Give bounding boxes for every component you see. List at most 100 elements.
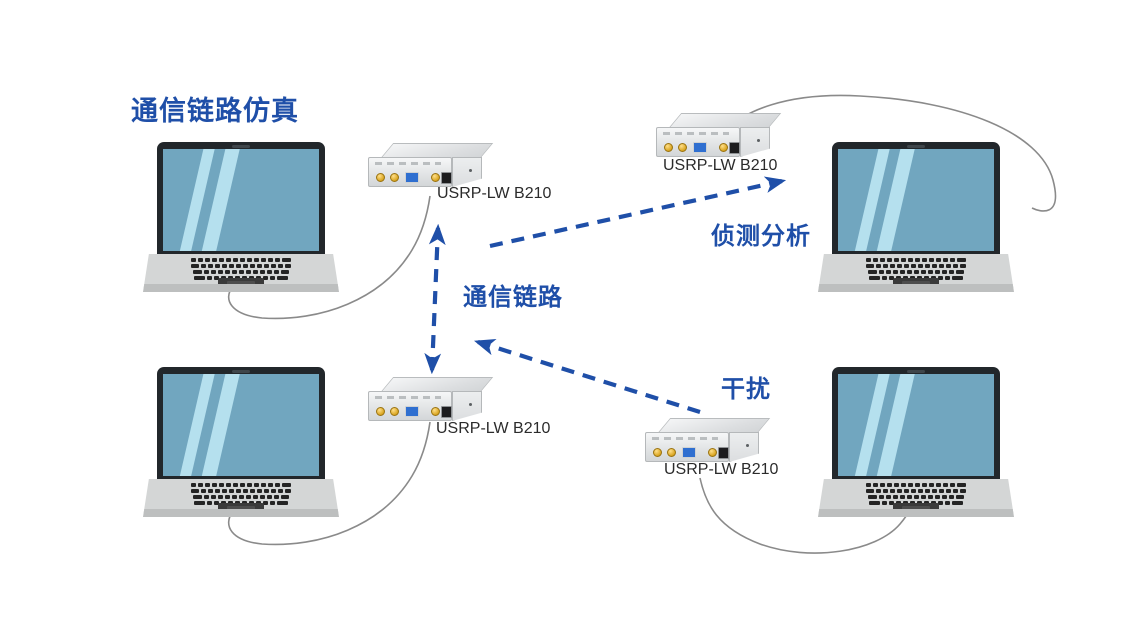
keyboard-key [270,276,275,280]
laptop-top-left[interactable] [143,142,339,292]
keyboard-key [904,489,909,493]
keyboard-key [254,483,259,487]
sma-connector-icon [719,143,728,152]
keyboard-key [194,501,205,505]
keyboard-key [950,483,955,487]
keyboard-key [922,483,927,487]
keyboard-key [887,258,892,262]
keyboard-key [893,495,898,499]
laptop-bottom-left[interactable] [143,367,339,517]
keyboard-key [246,270,251,274]
usrp-top-right[interactable] [654,113,782,165]
keyboard-key [222,264,227,268]
keyboard-row [836,264,996,268]
keyboard-row [836,258,996,262]
keyboard-key [882,501,887,505]
keyboard-key [873,258,878,262]
keyboard [161,483,321,505]
keyboard-key [212,258,217,262]
keyboard-key [907,270,912,274]
laptop-bottom-right[interactable] [818,367,1014,517]
page-title: 通信链路仿真 [131,96,299,126]
keyboard-key [218,495,223,499]
keyboard-key [198,483,203,487]
keyboard-key [960,264,966,268]
sma-connector-icon [376,407,385,416]
keyboard-key [274,495,279,499]
keyboard-key [278,264,283,268]
keyboard-key [225,495,230,499]
keyboard-key [946,489,951,493]
keyboard-key [876,264,881,268]
keyboard-key [942,270,947,274]
keyboard-key [952,501,963,505]
keyboard-key [278,489,283,493]
keyboard-row [836,495,996,499]
base-shadow [143,284,339,292]
keyboard-key [915,483,920,487]
silkscreen [375,162,441,165]
keyboard-key [942,495,947,499]
keyboard-key [876,489,881,493]
keyboard-key [957,483,966,487]
usrp-top-right-label: USRP-LW B210 [663,157,778,174]
keyboard-key [250,264,255,268]
keyboard-key [277,276,288,280]
keyboard-row [161,270,321,274]
keyboard-key [883,264,888,268]
laptop-lid [157,142,325,256]
keyboard-key [253,495,258,499]
keyboard-key [254,258,259,262]
usb-port-icon [693,142,707,153]
keyboard-key [911,264,916,268]
keyboard-key [914,495,919,499]
sma-connector-icon [664,143,673,152]
trackpad [893,278,939,289]
sma-connector-icon [431,173,440,182]
label-detection: 侦测分析 [711,223,811,250]
keyboard-key [886,270,891,274]
laptop-lid [832,142,1000,256]
keyboard-key [226,483,231,487]
keyboard-key [270,501,275,505]
keyboard-key [869,276,880,280]
label-comm-link: 通信链路 [463,284,563,311]
keyboard-key [232,495,237,499]
keyboard-key [214,276,219,280]
keyboard-key [281,270,289,274]
laptop-top-right[interactable] [818,142,1014,292]
keyboard-key [932,264,937,268]
keyboard-key [246,495,251,499]
laptop-lid [832,367,1000,481]
silkscreen [375,396,441,399]
keyboard-key [907,495,912,499]
usrp-front-panel [368,157,452,187]
keyboard-row [161,483,321,487]
keyboard-key [247,483,252,487]
keyboard-key [274,270,279,274]
keyboard-key [900,270,905,274]
keyboard-key [938,276,943,280]
keyboard-key [928,270,933,274]
keyboard-key [191,258,196,262]
usb-port-icon [405,406,419,417]
keyboard-key [222,489,227,493]
silkscreen [663,132,729,135]
keyboard-key [257,264,262,268]
keyboard-key [950,258,955,262]
usrp-bottom-left[interactable] [366,377,494,429]
usrp-bottom-right[interactable] [643,418,771,470]
keyboard-key [925,489,930,493]
keyboard-row [836,489,996,493]
base-shadow [818,284,1014,292]
usrp-bottom-left-label: USRP-LW B210 [436,420,551,437]
keyboard-key [229,264,234,268]
keyboard-key [282,258,291,262]
keyboard-key [198,258,203,262]
laptop-lid [157,367,325,481]
keyboard-key [908,483,913,487]
keyboard-key [866,483,871,487]
usrp-top-left[interactable] [366,143,494,195]
keyboard-key [868,270,877,274]
keyboard-key [887,483,892,487]
